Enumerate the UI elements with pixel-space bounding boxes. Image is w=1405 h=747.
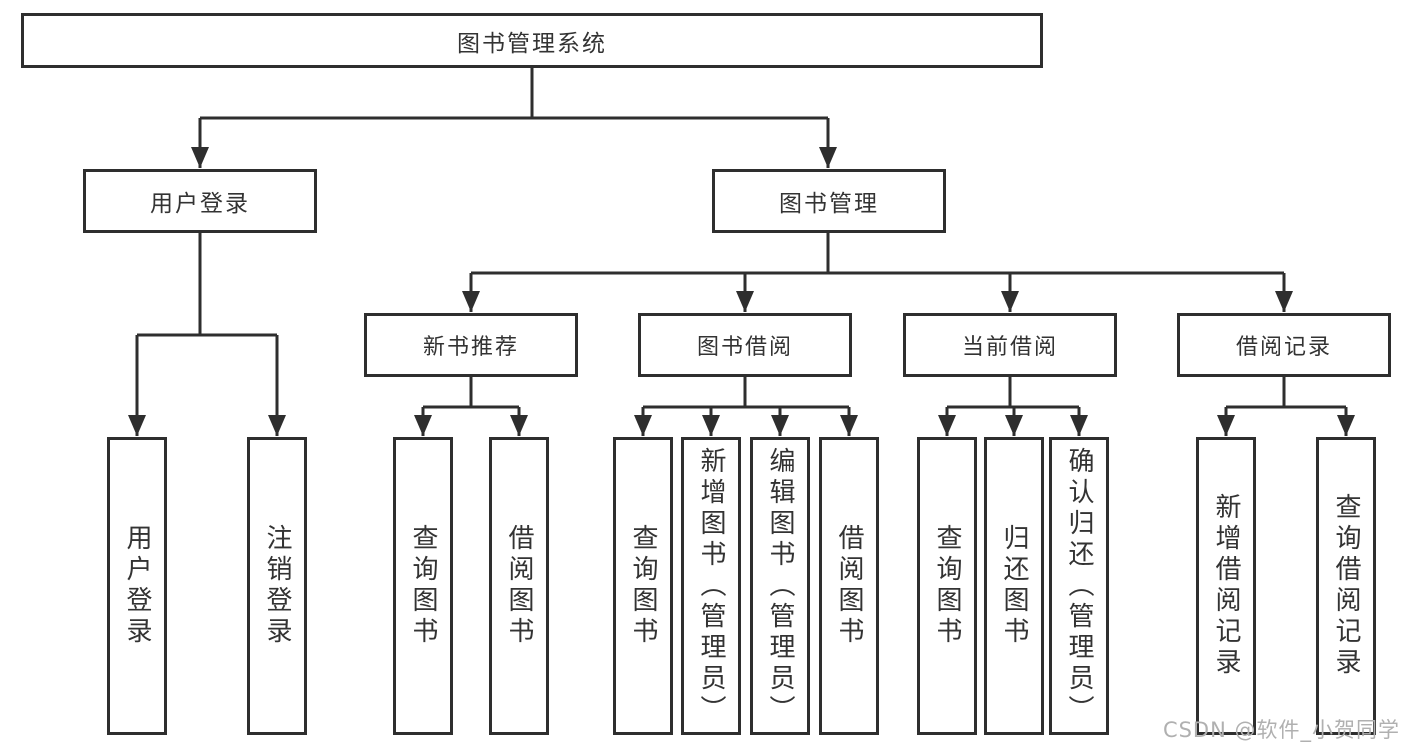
arrowhead-icon <box>840 415 858 436</box>
node-book-management: 图书管理 <box>712 169 946 233</box>
leaf-label: 查询图书 <box>408 524 438 648</box>
leaf-add-borrow-record: 新增借阅记录 <box>1196 437 1256 735</box>
node-new-book-recommend: 新书推荐 <box>364 313 578 377</box>
leaf-query-books-current: 查询图书 <box>917 437 977 735</box>
leaf-label: 编辑图书（管理员） <box>765 446 795 726</box>
arrowhead-icon <box>634 415 652 436</box>
connector-bookborrow-to-leaves <box>634 377 858 436</box>
node-current-borrow: 当前借阅 <box>903 313 1117 377</box>
node-book-borrow: 图书借阅 <box>638 313 852 377</box>
arrowhead-icon <box>1217 415 1235 436</box>
leaf-user-login: 用户登录 <box>107 437 167 735</box>
leaf-label: 注销登录 <box>262 524 292 648</box>
leaf-add-book-admin: 新增图书（管理员） <box>681 437 741 735</box>
leaf-borrow-books-recommend: 借阅图书 <box>489 437 549 735</box>
leaf-query-borrow-record: 查询借阅记录 <box>1316 437 1376 735</box>
arrowhead-icon <box>1001 291 1019 312</box>
node-label: 新书推荐 <box>422 335 519 360</box>
leaf-label: 查询借阅记录 <box>1331 493 1361 679</box>
leaf-logout: 注销登录 <box>247 437 307 735</box>
arrowhead-icon <box>938 415 956 436</box>
leaf-label: 用户登录 <box>122 524 152 648</box>
arrowhead-icon <box>268 415 286 436</box>
arrowhead-icon <box>510 415 528 436</box>
leaf-borrow-books: 借阅图书 <box>819 437 879 735</box>
leaf-label: 新增图书（管理员） <box>696 446 726 726</box>
leaf-query-books-borrow: 查询图书 <box>613 437 673 735</box>
node-label: 用户登录 <box>150 191 250 217</box>
arrowhead-icon <box>1005 415 1023 436</box>
leaf-label: 借阅图书 <box>504 524 534 648</box>
connector-newbook-to-leaves <box>414 377 528 436</box>
leaf-return-book: 归还图书 <box>984 437 1044 735</box>
node-borrow-records: 借阅记录 <box>1177 313 1391 377</box>
leaf-label: 查询图书 <box>628 524 658 648</box>
node-root: 图书管理系统 <box>21 13 1043 68</box>
connector-currentborrow-to-leaves <box>938 377 1088 436</box>
node-root-label: 图书管理系统 <box>457 30 607 57</box>
leaf-label: 新增借阅记录 <box>1211 493 1241 679</box>
arrowhead-icon <box>1337 415 1355 436</box>
arrowhead-icon <box>191 147 209 168</box>
connector-borrowrecords-to-leaves <box>1217 377 1355 436</box>
arrowhead-icon <box>414 415 432 436</box>
arrowhead-icon <box>462 291 480 312</box>
arrowhead-icon <box>771 415 789 436</box>
leaf-query-books-recommend: 查询图书 <box>393 437 453 735</box>
connector-userlogin-to-leaves <box>128 233 286 436</box>
arrowhead-icon <box>736 291 754 312</box>
arrowhead-icon <box>819 147 837 168</box>
leaf-edit-book-admin: 编辑图书（管理员） <box>750 437 810 735</box>
leaf-confirm-return-admin: 确认归还（管理员） <box>1049 437 1109 735</box>
leaf-label: 归还图书 <box>999 524 1029 648</box>
node-label: 当前借阅 <box>961 335 1058 360</box>
connector-root-to-level2 <box>191 68 837 168</box>
connector-bookmgmt-to-level3 <box>462 233 1293 312</box>
leaf-label: 确认归还（管理员） <box>1064 446 1094 726</box>
node-label: 借阅记录 <box>1235 335 1332 360</box>
csdn-watermark: CSDN @软件_小贺同学 <box>1162 718 1400 742</box>
arrowhead-icon <box>702 415 720 436</box>
arrowhead-icon <box>128 415 146 436</box>
node-user-login-group: 用户登录 <box>83 169 317 233</box>
arrowhead-icon <box>1070 415 1088 436</box>
node-label: 图书借阅 <box>696 335 793 360</box>
arrowhead-icon <box>1275 291 1293 312</box>
leaf-label: 借阅图书 <box>834 524 864 648</box>
leaf-label: 查询图书 <box>932 524 962 648</box>
node-label: 图书管理 <box>779 191 879 217</box>
